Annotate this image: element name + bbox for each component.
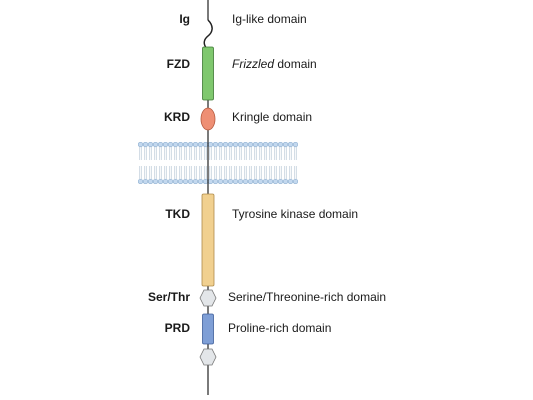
- krd-description: Kringle domain: [232, 110, 313, 124]
- fzd-description-rest: domain: [274, 57, 317, 71]
- ig-loop: [203, 19, 213, 51]
- ser-thr-hexagon: [199, 289, 217, 307]
- cell-membrane: [138, 142, 298, 184]
- prd-abbr: PRD: [164, 321, 190, 335]
- fzd-domain-shape: [202, 46, 214, 101]
- fzd-description: Frizzled domain: [232, 57, 317, 71]
- prd-description: Proline-rich domain: [228, 321, 332, 335]
- kringle-domain-shape: [200, 107, 216, 131]
- ig-abbr: Ig: [179, 12, 190, 26]
- fzd-abbr: FZD: [166, 57, 190, 71]
- krd-abbr: KRD: [164, 110, 190, 124]
- tkd-abbr: TKD: [165, 207, 190, 221]
- terminal-hexagon: [199, 348, 217, 366]
- tkd-domain-shape: [201, 193, 215, 287]
- ig-description: Ig-like domain: [232, 12, 307, 26]
- ser-thr-abbr: Ser/Thr: [147, 290, 190, 304]
- tkd-description: Tyrosine kinase domain: [232, 207, 359, 221]
- prd-domain-shape: [202, 313, 214, 345]
- ser-thr-description: Serine/Threonine-rich domain: [228, 290, 387, 304]
- fzd-description-italic: Frizzled: [232, 57, 275, 71]
